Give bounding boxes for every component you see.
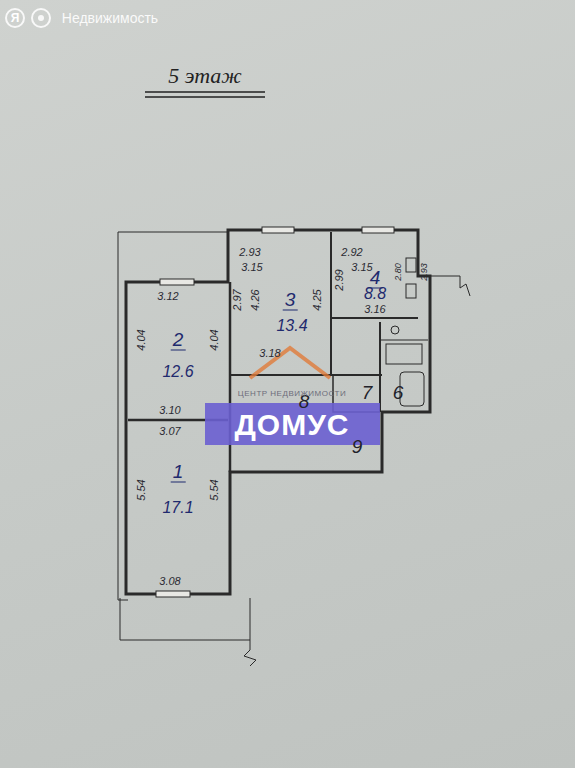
room-area: 13.4 <box>276 318 307 334</box>
dimension: 3.16 <box>364 304 385 315</box>
dimension: 4.04 <box>136 329 147 350</box>
logo-text: ДОМУС <box>234 410 349 440</box>
dimension: 2.99 <box>334 269 345 290</box>
room-number: 6 <box>391 383 406 403</box>
dimension: 3.08 <box>159 576 180 587</box>
dimension: 2.80 <box>394 263 403 281</box>
room-number: 2 <box>171 330 186 351</box>
room: 212.6 <box>130 286 228 418</box>
dimension: 3.15 <box>241 262 262 273</box>
room-area: 12.6 <box>162 364 193 380</box>
dimension: 2.92 <box>341 247 362 258</box>
room: 6 <box>382 377 428 411</box>
watermark: Недвижимость <box>62 11 158 25</box>
logo-subtitle: ЦЕНТР НЕДВИЖИМОСТИ <box>238 390 346 398</box>
dimension: 3.12 <box>157 291 178 302</box>
room-number: 9 <box>350 437 365 457</box>
dimension: 4.26 <box>250 289 261 310</box>
room-number: 7 <box>360 383 375 403</box>
dimension: 3.10 <box>159 405 180 416</box>
dimension: 3.18 <box>259 348 280 359</box>
dimension: 4.04 <box>209 329 220 350</box>
dimension: 3.07 <box>159 426 180 437</box>
dimension: 2.93 <box>420 263 429 281</box>
room: 117.1 <box>130 422 228 590</box>
room-area: 17.1 <box>162 500 193 516</box>
plan-title: 5 этаж <box>168 65 242 87</box>
dimension: 3.15 <box>351 262 372 273</box>
watermark-icon: Я <box>11 12 20 24</box>
dimension: 5.54 <box>136 479 147 500</box>
room-area: 8.8 <box>364 286 386 302</box>
dimension: 5.54 <box>209 479 220 500</box>
dimension: 2.97 <box>232 289 243 310</box>
room-number: 1 <box>171 462 186 483</box>
dimension: 4.25 <box>312 289 323 310</box>
dimension: 2.93 <box>239 247 260 258</box>
room-number: 3 <box>283 290 298 311</box>
